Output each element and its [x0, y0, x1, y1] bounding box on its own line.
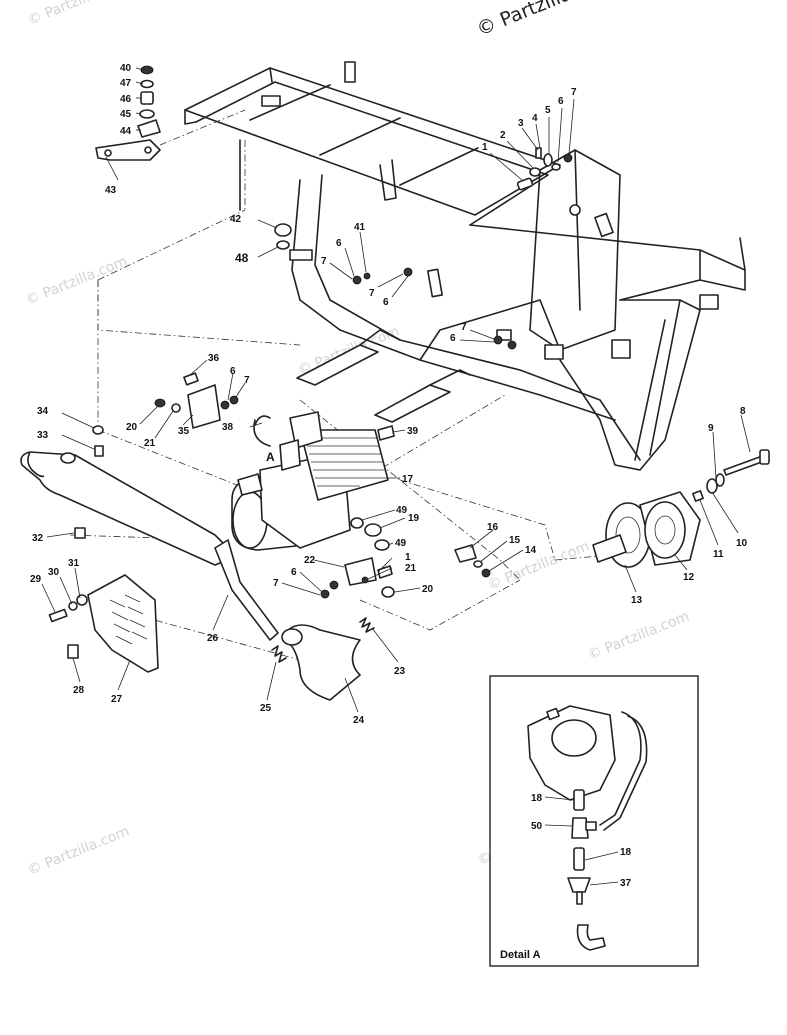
callout-7e: 7 — [244, 375, 250, 386]
callout-27: 27 — [111, 694, 123, 705]
callout-37: 37 — [620, 878, 632, 889]
callout-1: 1 — [482, 142, 488, 153]
callout-50: 50 — [531, 821, 543, 832]
watermark-6: © Partzilla.com — [26, 823, 132, 878]
callout-7a: 7 — [571, 87, 577, 98]
callout-31: 31 — [68, 558, 80, 569]
callout-5: 5 — [545, 105, 551, 116]
callout-25: 25 — [260, 703, 272, 714]
callout-labels: 40 47 46 45 44 43 42 48 1 2 3 4 5 6 7 41… — [30, 63, 748, 726]
callout-6e: 6 — [230, 366, 236, 377]
detail-a-title: Detail A — [500, 949, 541, 961]
callout-17: 17 — [402, 474, 414, 485]
watermark-5: © Partzilla.com — [586, 608, 692, 663]
callout-6f: 6 — [291, 567, 297, 578]
copyright-text: © Partzilla.com — [474, 0, 618, 41]
callout-7d: 7 — [461, 322, 467, 333]
callout-29: 29 — [30, 574, 42, 585]
callout-6b: 6 — [336, 238, 342, 249]
mount-bolt-hardware — [692, 449, 770, 502]
callout-19: 19 — [408, 513, 420, 524]
callout-11: 11 — [713, 549, 724, 560]
callout-18b: 18 — [620, 847, 632, 858]
callout-49b: 49 — [395, 538, 407, 549]
callout-28: 28 — [73, 685, 85, 696]
callout-20b: 20 — [422, 584, 434, 595]
callout-21a: 21 — [144, 438, 156, 449]
watermark-2: © Partzilla.com — [24, 253, 130, 308]
callout-15: 15 — [509, 535, 521, 546]
engine-view-marker: A — [266, 450, 275, 464]
callout-48: 48 — [235, 251, 249, 265]
callout-44: 44 — [120, 126, 132, 137]
callout-43: 43 — [105, 185, 117, 196]
callout-45: 45 — [120, 109, 132, 120]
callout-49a: 49 — [396, 505, 408, 516]
callout-41: 41 — [354, 222, 366, 233]
callout-7b: 7 — [321, 256, 327, 267]
callout-7c: 7 — [369, 288, 375, 299]
callout-1b: 1 — [405, 552, 411, 563]
callout-9: 9 — [708, 423, 714, 434]
callout-6c: 6 — [383, 297, 389, 308]
callout-4: 4 — [532, 113, 538, 124]
callout-2: 2 — [500, 130, 506, 141]
callout-7f: 7 — [273, 578, 279, 589]
exhaust-system — [20, 451, 361, 701]
callout-26: 26 — [207, 633, 219, 644]
callout-40: 40 — [120, 63, 132, 74]
callout-10: 10 — [736, 538, 748, 549]
callout-35: 35 — [178, 426, 190, 437]
callout-30: 30 — [48, 567, 60, 578]
recoil-starter — [592, 491, 701, 568]
callout-33: 33 — [37, 430, 49, 441]
callout-36: 36 — [208, 353, 220, 364]
callout-21b: 21 — [405, 563, 417, 574]
callout-14: 14 — [525, 545, 537, 556]
callout-6a: 6 — [558, 96, 564, 107]
callout-12: 12 — [683, 572, 695, 583]
leader-lines — [41, 67, 751, 713]
callout-16: 16 — [487, 522, 499, 533]
callout-24: 24 — [353, 715, 365, 726]
callout-22: 22 — [304, 555, 316, 566]
callout-38: 38 — [222, 422, 234, 433]
callout-8: 8 — [740, 406, 746, 417]
watermark-1: © Partzilla.com — [26, 0, 132, 29]
callout-46: 46 — [120, 94, 132, 105]
callout-32: 32 — [32, 533, 44, 544]
engine-assembly — [231, 411, 389, 551]
callout-34: 34 — [37, 406, 49, 417]
callout-23: 23 — [394, 666, 406, 677]
callout-39: 39 — [407, 426, 419, 437]
callout-47: 47 — [120, 78, 132, 89]
callout-20a: 20 — [126, 422, 138, 433]
hardware-parts — [48, 65, 573, 663]
callout-18a: 18 — [531, 793, 543, 804]
detail-a-box: 18 50 18 37 Detail A — [489, 675, 699, 967]
atv-frame — [184, 61, 746, 471]
callout-42: 42 — [230, 214, 242, 225]
callout-6d: 6 — [450, 333, 456, 344]
watermark-4: © Partzilla.com — [486, 538, 592, 593]
callout-13: 13 — [631, 595, 643, 606]
callout-3: 3 — [518, 118, 524, 129]
